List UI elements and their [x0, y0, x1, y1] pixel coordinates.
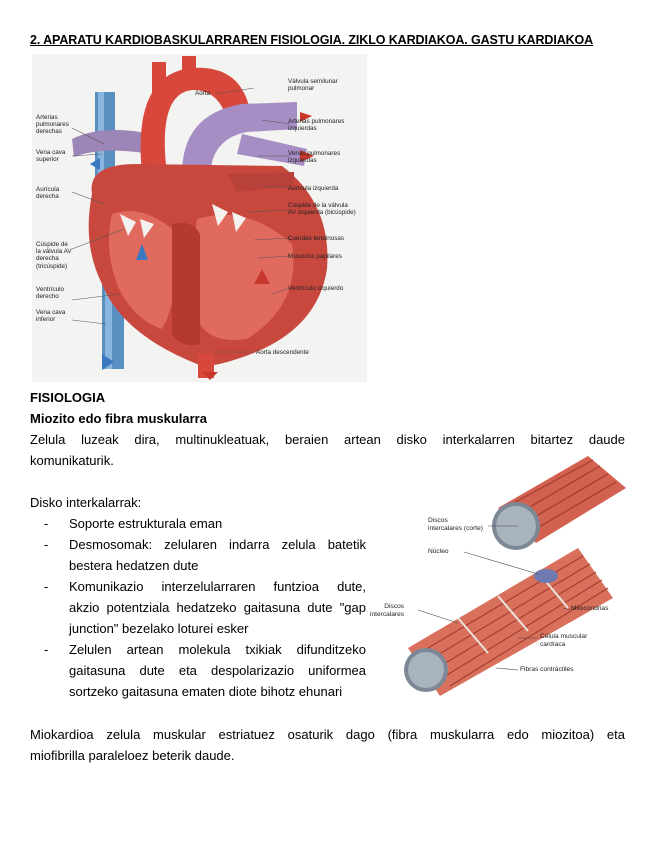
miozito-text-line2: komunikaturik. [30, 453, 114, 468]
heart-illustration [71, 56, 328, 380]
miokardioa-text-line2: miofibrilla paraleloez beterik daude. [30, 748, 235, 763]
bullet-item: - Zelulen artean molekula txikiak difund… [44, 642, 366, 699]
label-aorta: Aorta [195, 90, 211, 97]
subheading-miozito: Miozito edo fibra muskularra [30, 411, 207, 426]
subheading-disko: Disko interkalarrak: [30, 495, 142, 510]
label-nucleo: Núcleo [428, 548, 449, 555]
label-aorta-descendente: Aorta descendente [256, 349, 309, 356]
bullet-item: - Desmosomak: zelularen indarra zelula b… [44, 537, 366, 573]
label-mitocondrias: Mitocondrias [571, 605, 609, 612]
bullet-item: - Komunikazio interzelularraren funtzioa… [44, 579, 366, 636]
label-auricula-izquierda: Aurícula izquierda [288, 185, 339, 192]
label-fibras-contractiles: Fibras contráctiles [520, 666, 574, 673]
miokardioa-text-line1: Miokardioa zelula muskular estriatuez os… [30, 727, 625, 742]
label-ventriculo-izquierdo: Ventrículo izquierdo [288, 285, 344, 292]
section-heading-fisiologia: FISIOLOGIA [30, 390, 106, 405]
label-musculos-papilares: Músculos papilares [288, 253, 342, 260]
bullet-item: - Soporte estrukturala eman [44, 516, 223, 531]
document-title: 2. APARATU KARDIOBASKULARRAREN FISIOLOGI… [30, 33, 594, 47]
disko-bullet-list: - Soporte estrukturala eman - Desmosomak… [44, 513, 366, 702]
miozito-text-line1: Zelula luzeak dira, multinukleatuak, ber… [30, 432, 625, 447]
cardiac-cell-illustration [404, 456, 626, 696]
label-cuerdas-tendinosas: Cuerdas tendinosas [288, 235, 345, 242]
